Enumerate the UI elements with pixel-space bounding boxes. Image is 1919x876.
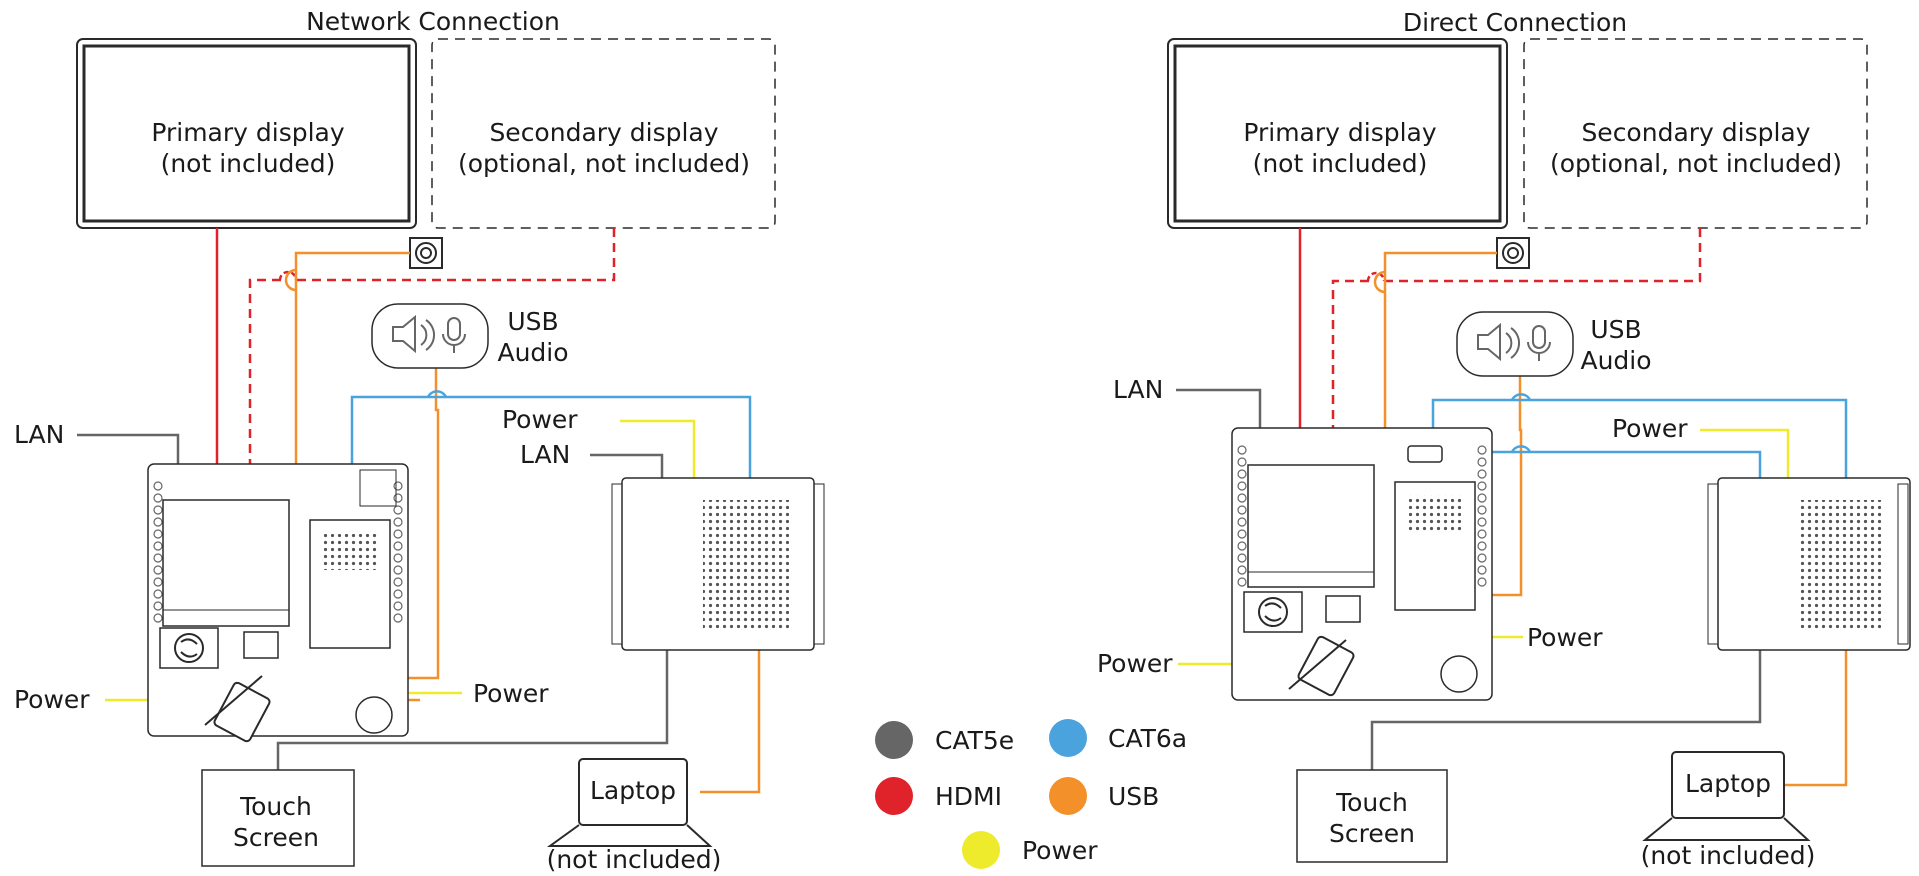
cables	[77, 228, 761, 794]
primary-display-note: (not included)	[161, 149, 336, 178]
lan-label-2: LAN	[520, 440, 570, 469]
power-label: Power	[502, 405, 578, 434]
legend-swatch-cat6a	[1049, 719, 1087, 757]
primary-display-label-direct: Primary display	[1243, 118, 1437, 147]
network-connection-title: Network Connection	[306, 7, 560, 36]
camera-icon-direct	[1496, 237, 1530, 269]
laptop-note-direct: (not included)	[1641, 841, 1816, 870]
camera-icon	[409, 237, 443, 269]
power-label-2-direct: Power	[1097, 649, 1173, 678]
mounting-plate	[147, 463, 409, 743]
direct-connection-title: Direct Connection	[1403, 8, 1627, 37]
lan-label: LAN	[14, 420, 64, 449]
legend-label-usb: USB	[1108, 782, 1159, 811]
laptop-direct: Laptop (not included)	[1641, 751, 1816, 870]
legend-label-hdmi: HDMI	[935, 782, 1002, 811]
primary-display-direct: Primary display (not included)	[1167, 38, 1508, 229]
laptop-label: Laptop	[590, 776, 676, 805]
usb-audio-label: USB	[507, 307, 558, 336]
direct-connection-panel: Direct Connection Primary display (not i…	[1097, 8, 1911, 870]
transmitter-device	[611, 477, 825, 651]
primary-display-label: Primary display	[151, 118, 345, 147]
laptop-label-direct: Laptop	[1685, 769, 1771, 798]
secondary-display-direct: Secondary display (optional, not include…	[1523, 38, 1868, 229]
legend-swatch-cat5e	[875, 721, 913, 759]
touch-screen: Touch Screen	[201, 769, 355, 867]
lan-label-direct: LAN	[1113, 375, 1163, 404]
power-label-2: Power	[14, 685, 90, 714]
power-label-direct: Power	[1612, 414, 1688, 443]
touch-screen-label-2-direct: Screen	[1329, 819, 1415, 848]
touch-screen-label-2: Screen	[233, 823, 319, 852]
secondary-display: Secondary display (optional, not include…	[431, 38, 776, 229]
primary-display-note-direct: (not included)	[1253, 149, 1428, 178]
usb-audio-device-direct: USB Audio	[1456, 311, 1652, 377]
legend: CAT5e CAT6a HDMI USB Power	[875, 719, 1187, 869]
network-connection-panel: Network Connection Primary display (not …	[14, 7, 825, 874]
laptop-note: (not included)	[547, 845, 722, 872]
microphone-icon-direct	[1532, 325, 1546, 349]
touch-screen-label-direct: Touch	[1335, 788, 1408, 817]
legend-label-cat6a: CAT6a	[1108, 724, 1187, 753]
speaker-icon-direct	[1477, 322, 1501, 362]
secondary-display-label: Secondary display	[489, 118, 718, 147]
usb-audio-device: USB Audio	[371, 303, 569, 369]
power-label-3-direct: Power	[1527, 623, 1603, 652]
secondary-display-label-direct: Secondary display	[1581, 118, 1810, 147]
legend-swatch-power	[962, 831, 1000, 869]
touch-screen-label: Touch	[239, 792, 312, 821]
power-label-3: Power	[473, 679, 549, 708]
laptop: Laptop (not included)	[547, 758, 722, 874]
usb-audio-label-2: Audio	[497, 338, 568, 367]
secondary-display-note-direct: (optional, not included)	[1550, 149, 1842, 178]
touch-screen-direct: Touch Screen	[1296, 769, 1448, 863]
speaker-icon	[392, 314, 416, 354]
legend-swatch-hdmi	[875, 777, 913, 815]
mounting-plate-direct	[1231, 427, 1493, 701]
legend-swatch-usb	[1049, 777, 1087, 815]
primary-display: Primary display (not included)	[76, 38, 417, 229]
usb-audio-label-2-direct: Audio	[1580, 346, 1651, 375]
secondary-display-note: (optional, not included)	[458, 149, 750, 178]
transmitter-device-direct	[1707, 477, 1911, 651]
microphone-icon	[447, 317, 461, 341]
usb-audio-label-direct: USB	[1590, 315, 1641, 344]
legend-label-power: Power	[1022, 836, 1098, 865]
legend-label-cat5e: CAT5e	[935, 726, 1014, 755]
